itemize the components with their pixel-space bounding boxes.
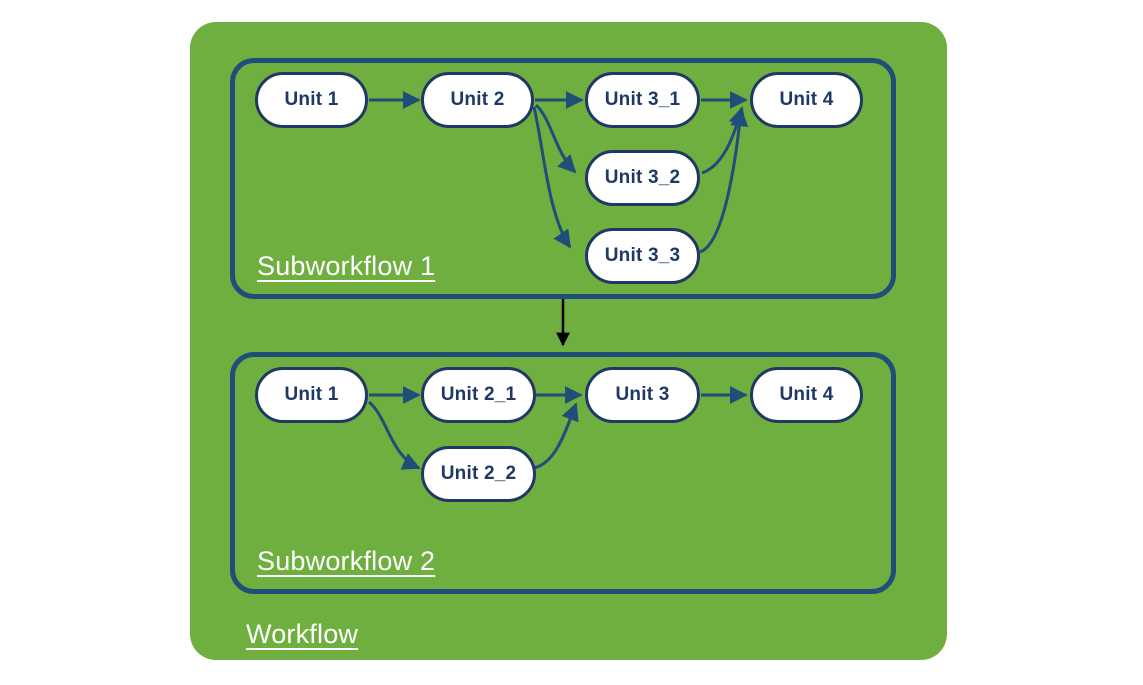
node-sw2-unit-2-2[interactable]: Unit 2_2 [421,446,536,502]
node-sw2-unit-4[interactable]: Unit 4 [750,367,863,423]
node-sw1-unit-1[interactable]: Unit 1 [255,72,368,128]
node-sw1-unit-3-1[interactable]: Unit 3_1 [585,72,700,128]
subworkflow-1-label: Subworkflow 1 [257,251,436,281]
node-sw1-unit-2[interactable]: Unit 2 [421,72,534,128]
node-sw2-unit-3[interactable]: Unit 3 [585,367,700,423]
node-sw2-unit-1[interactable]: Unit 1 [255,367,368,423]
subworkflow-2-container[interactable] [230,352,896,594]
node-sw1-unit-4[interactable]: Unit 4 [750,72,863,128]
node-sw1-unit-3-2[interactable]: Unit 3_2 [585,150,700,206]
workflow-label: Workflow [246,619,359,649]
subworkflow-2-label: Subworkflow 2 [257,546,436,576]
node-sw1-unit-3-3[interactable]: Unit 3_3 [585,228,700,284]
subworkflow-1-container[interactable] [230,58,896,299]
node-sw2-unit-2-1[interactable]: Unit 2_1 [421,367,536,423]
